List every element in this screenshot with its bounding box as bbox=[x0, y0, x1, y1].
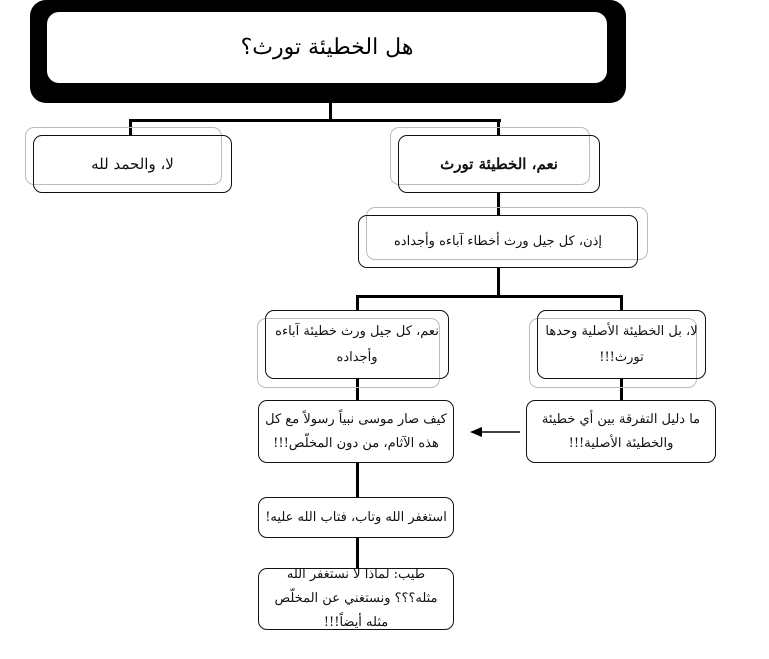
node-repented: استغفر الله وتاب، فتاب الله عليه! bbox=[258, 497, 454, 538]
node-moses-question: كيف صار موسى نبياً رسولاً مع كل هذه الآث… bbox=[258, 400, 454, 463]
connector bbox=[329, 100, 332, 122]
arrow-left-icon bbox=[470, 427, 520, 437]
box-shadow bbox=[390, 127, 590, 185]
node-no: لا، والحمد لله bbox=[33, 135, 232, 193]
box-shadow bbox=[257, 318, 440, 388]
connector bbox=[620, 379, 623, 400]
connector bbox=[356, 379, 359, 400]
connector bbox=[356, 538, 359, 568]
connector bbox=[356, 463, 359, 497]
box-shadow bbox=[25, 127, 222, 185]
connector bbox=[497, 268, 500, 298]
node-yes-each-generation: نعم، كل جيل ورث خطيئة آباءه وأجداده bbox=[265, 310, 449, 379]
diagram-title: هل الخطيئة تورث؟ bbox=[47, 12, 607, 83]
connector bbox=[497, 193, 500, 215]
node-each-generation: إذن، كل جيل ورث أخطاء آباءه وأجداده bbox=[358, 215, 638, 268]
connector bbox=[356, 295, 623, 298]
box-shadow bbox=[529, 318, 697, 388]
node-original-sin-only: لا، بل الخطيئة الأصلية وحدها تورث!!! bbox=[537, 310, 706, 379]
node-why-not-repent: طيب: لماذا لا نستغفر الله مثله؟؟؟ ونستغن… bbox=[258, 567, 454, 630]
node-yes: نعم، الخطيئة تورث bbox=[398, 135, 600, 193]
connector bbox=[356, 295, 359, 310]
connector bbox=[620, 295, 623, 310]
connector bbox=[129, 119, 501, 122]
node-distinction-question: ما دليل التفرقة بين أي خطيئة والخطيئة ال… bbox=[526, 400, 716, 463]
box-shadow bbox=[366, 207, 648, 260]
